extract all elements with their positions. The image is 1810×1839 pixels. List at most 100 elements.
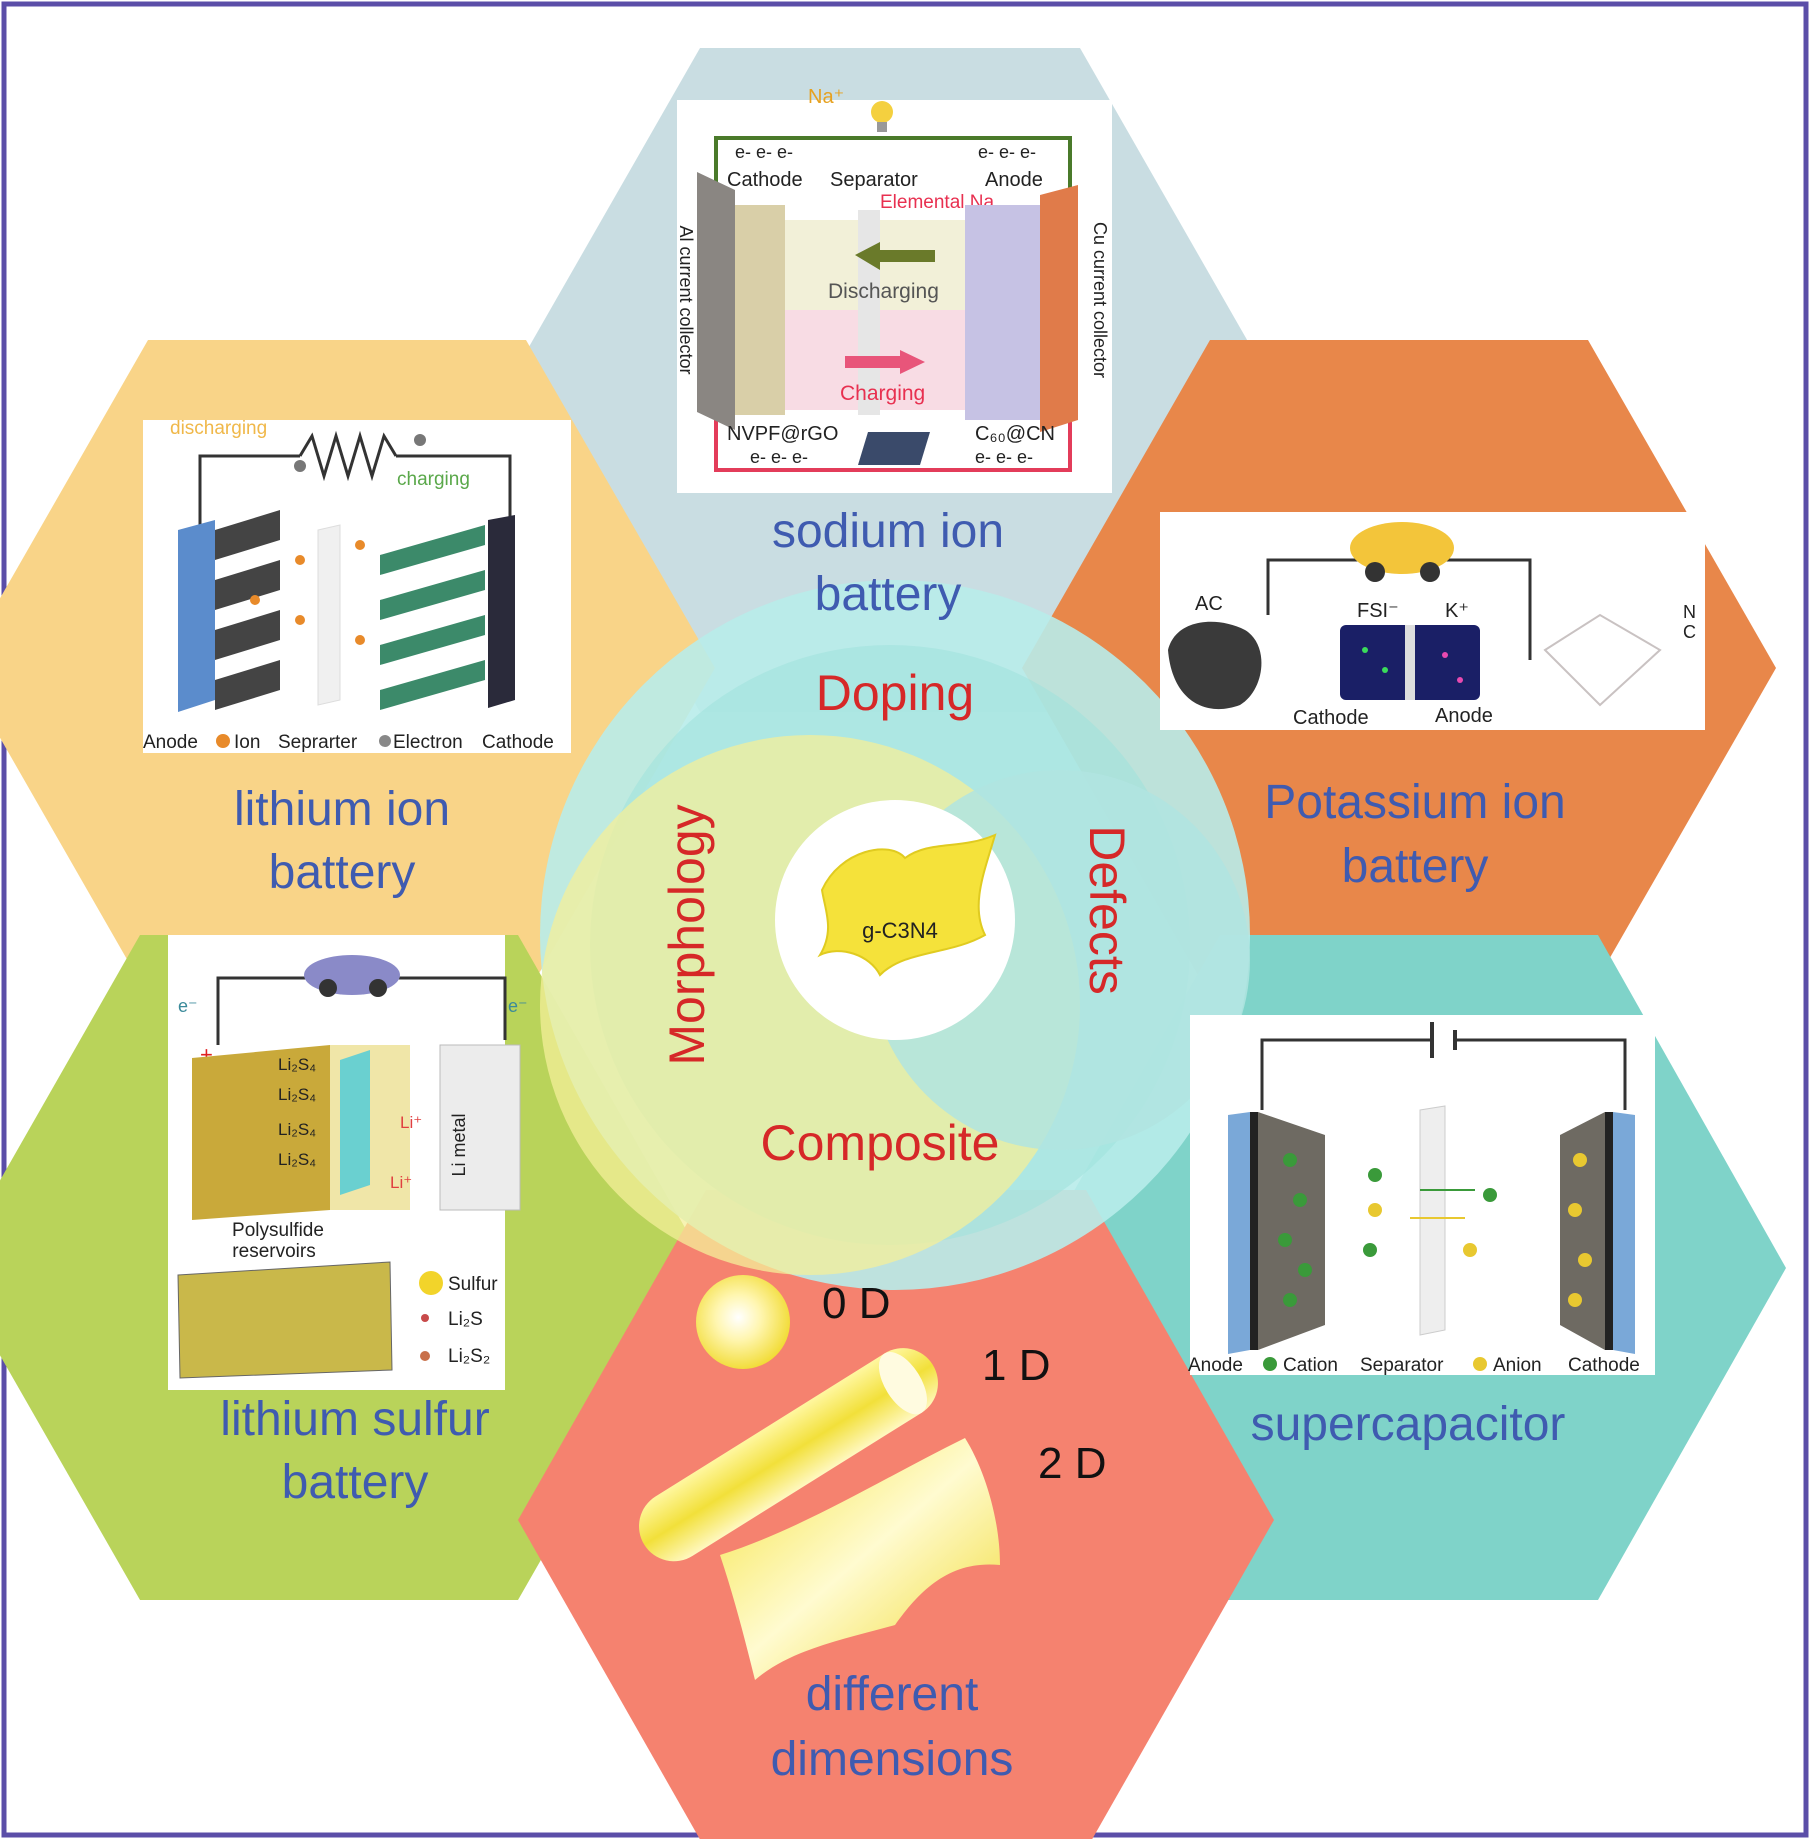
ion-icon — [216, 734, 230, 748]
al-collector — [697, 172, 735, 430]
defects-label: Defects — [1079, 825, 1135, 995]
al-collector-label: Al current collector — [676, 225, 696, 374]
supercapacitor-title: supercapacitor — [1251, 1398, 1566, 1451]
lithium-sulfur-title-line2: battery — [282, 1456, 429, 1509]
sc-separator — [1419, 1105, 1446, 1336]
li2s2-icon — [420, 1351, 430, 1361]
li2s4-label-2: Li₂S₄ — [278, 1085, 316, 1104]
electron-icon — [379, 735, 391, 747]
lis-e-right: e⁻ — [508, 996, 528, 1016]
sodium-panel: Na⁺ e- e- e- e- e- e- Cathode Separator … — [676, 86, 1112, 493]
k-cathode-label: Cathode — [1293, 707, 1369, 729]
nvpf-label: NVPF@rGO — [727, 423, 838, 445]
sc-legend-cathode: Cathode — [1568, 1355, 1640, 1376]
lis-legend-li2s: Li₂S — [448, 1309, 483, 1330]
one-d-label: 1 D — [982, 1341, 1050, 1390]
g-c3n4-label: g-C3N4 — [862, 918, 938, 943]
dimensions-title-line1: different — [806, 1668, 979, 1721]
zero-d-label: 0 D — [822, 1279, 890, 1328]
sc-legend-cation: Cation — [1283, 1355, 1338, 1376]
li-anode-plate — [178, 520, 215, 712]
sodium-e-top-right: e- e- e- — [978, 142, 1036, 162]
charging-arrow — [845, 350, 925, 374]
sheet-2d — [720, 1438, 1000, 1680]
li-ion-label-1: Li⁺ — [400, 1113, 422, 1132]
li-metal-block — [439, 1044, 521, 1211]
sodium-cathode-layer — [735, 205, 785, 415]
li2s4-label-3: Li₂S₄ — [278, 1120, 316, 1139]
charging-label: Charging — [840, 382, 925, 405]
lithium-ion-title-line2: battery — [269, 846, 416, 899]
sodium-e-top-left: e- e- e- — [735, 142, 793, 162]
li2s4-label-4: Li₂S₄ — [278, 1150, 316, 1169]
doping-label: Doping — [816, 665, 974, 721]
activated-carbon-blob — [1168, 621, 1262, 710]
solar-panel-icon — [858, 432, 930, 465]
cu-collector-label: Cu current collector — [1090, 222, 1110, 378]
n-label: N — [1683, 602, 1696, 622]
reservoir-line1: Polysulfide — [232, 1220, 324, 1241]
nc-lattice — [1543, 613, 1662, 707]
morphology-label: Morphology — [659, 804, 715, 1065]
li-separator — [317, 524, 341, 706]
rod-1d — [638, 1348, 938, 1562]
sc-legend-anion: Anion — [1493, 1355, 1542, 1376]
sodium-title-line2: battery — [815, 568, 962, 621]
li-legend-electron: Electron — [393, 732, 463, 753]
li-legend-anode: Anode — [143, 732, 198, 753]
bulb-icon — [871, 101, 893, 123]
resistor-icon — [298, 430, 398, 482]
lithium-ion-panel: discharging charging Anode Ion Seprarter… — [143, 418, 571, 753]
c-label: C — [1683, 622, 1696, 642]
lis-legend-li2s2: Li₂S₂ — [448, 1346, 490, 1367]
li-legend-ion: Ion — [234, 732, 260, 753]
lis-legend-sulfur: Sulfur — [448, 1274, 498, 1295]
sodium-e-bottom-left: e- e- e- — [750, 447, 808, 467]
k-ion-label: K⁺ — [1445, 600, 1469, 622]
car-icon — [1350, 522, 1454, 574]
c60-label: C₆₀@CN — [975, 423, 1055, 445]
li-charging-label: charging — [397, 469, 470, 490]
lis-separator — [340, 1050, 370, 1195]
potassium-panel: AC FSI⁻ K⁺ N C Cathode Anode — [1160, 512, 1705, 730]
dimensions-title-line2: dimensions — [771, 1733, 1014, 1786]
reservoir-line2: reservoirs — [232, 1241, 315, 1262]
li2s-icon — [421, 1314, 429, 1322]
composite-label: Composite — [761, 1115, 1000, 1171]
cation-icon — [1263, 1357, 1277, 1371]
sphere-0d — [696, 1275, 790, 1369]
sodium-anode-layer — [965, 205, 1040, 420]
sodium-cathode-label: Cathode — [727, 169, 803, 191]
dimensions-panel: 0 D 1 D 2 D — [638, 1275, 1106, 1680]
ac-label: AC — [1195, 593, 1223, 615]
li-legend-cathode: Cathode — [482, 732, 554, 753]
potassium-title-line1: Potassium ion — [1264, 776, 1565, 829]
sulfur-cathode-block — [192, 1045, 330, 1220]
potassium-title-line2: battery — [1342, 840, 1489, 893]
sc-anode-plate — [1258, 1112, 1325, 1350]
fsi-label: FSI⁻ — [1357, 600, 1399, 622]
sc-legend-separator: Separator — [1360, 1355, 1444, 1376]
li2s4-label-1: Li₂S₄ — [278, 1055, 316, 1074]
supercapacitor-panel: Anode Cation Separator Anion Cathode — [1188, 1015, 1655, 1376]
lis-e-left: e⁻ — [178, 996, 198, 1016]
sc-cathode-plate — [1560, 1112, 1605, 1350]
sodium-title-line1: sodium ion — [772, 505, 1004, 558]
na-ion-label: Na⁺ — [808, 86, 844, 108]
cu-collector — [1040, 185, 1078, 432]
reservoir-zoom — [177, 1261, 393, 1379]
li-cathode-plate — [488, 515, 515, 708]
sc-legend-anode: Anode — [1188, 1355, 1243, 1376]
sodium-anode-label: Anode — [985, 169, 1043, 191]
anion-icon — [1473, 1357, 1487, 1371]
discharging-arrow — [855, 242, 935, 270]
discharging-label: Discharging — [828, 280, 939, 303]
g-c3n4-sheet — [817, 833, 997, 977]
li-legend-separator: Seprarter — [278, 732, 358, 753]
sulfur-icon — [419, 1271, 443, 1295]
li-ion-label-2: Li⁺ — [390, 1173, 412, 1192]
lithium-sulfur-panel: e⁻ e⁻ + − Li₂S₄ Li₂S₄ Li₂S₄ Li₂S₄ Li⁺ Li… — [168, 935, 528, 1390]
two-d-label: 2 D — [1038, 1439, 1106, 1488]
k-anode-label: Anode — [1435, 705, 1493, 727]
